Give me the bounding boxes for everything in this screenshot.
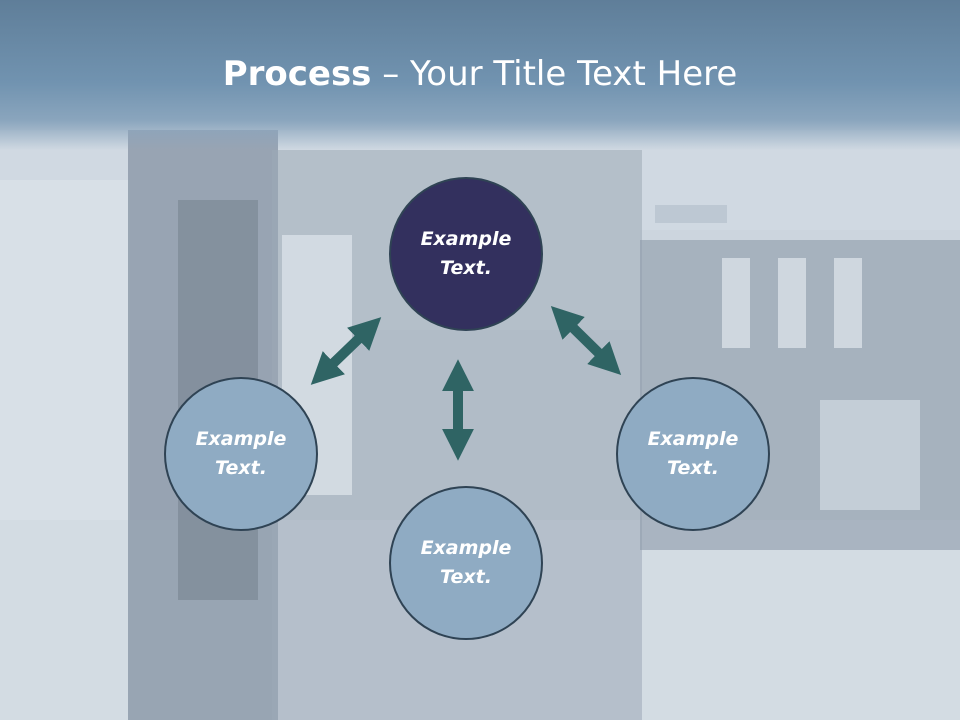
process-node-bottom[interactable]: Example Text. (389, 486, 543, 640)
process-node-bottom-label: Example Text. (420, 537, 512, 588)
process-node-left[interactable]: Example Text. (164, 377, 318, 531)
process-node-left-label: Example Text. (195, 428, 287, 479)
process-node-right-label: Example Text. (647, 428, 739, 479)
title-rest-part: – Your Title Text Here (371, 54, 738, 94)
process-node-right[interactable]: Example Text. (616, 377, 770, 531)
process-node-top-label: Example Text. (420, 228, 512, 279)
slide-title[interactable]: Process – Your Title Text Here (0, 52, 960, 96)
title-bold-part: Process (222, 54, 372, 94)
process-node-top[interactable]: Example Text. (389, 177, 543, 331)
title-bar (0, 0, 960, 150)
